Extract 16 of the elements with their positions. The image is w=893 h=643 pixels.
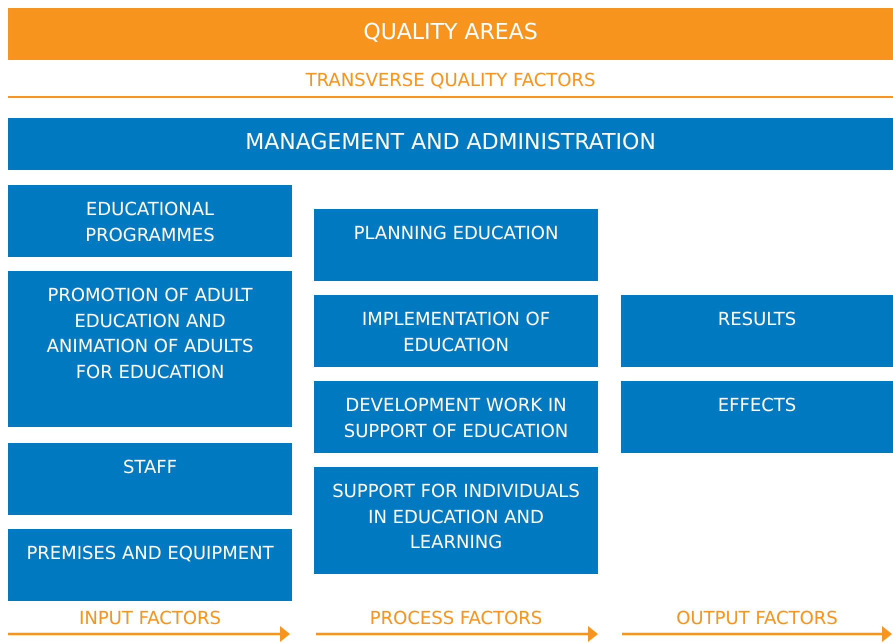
factor-box: DEVELOPMENT WORK IN SUPPORT OF EDUCATION — [314, 381, 598, 453]
factor-box: IMPLEMENTATION OF EDUCATION — [314, 295, 598, 367]
factor-box: RESULTS — [621, 295, 893, 367]
factor-box: EFFECTS — [621, 381, 893, 453]
factor-box: SUPPORT FOR INDIVIDUALS IN EDUCATION AND LEARNING — [314, 467, 598, 574]
factor-box: EDUCATIONAL PROGRAMMES — [8, 185, 292, 257]
column-label: OUTPUT FACTORS — [675, 608, 839, 629]
factor-box: STAFF — [8, 443, 292, 515]
heading-label: TRANSVERSE QUALITY FACTORS — [304, 70, 596, 91]
column-label: PROCESS FACTORS — [368, 608, 544, 629]
management-band: MANAGEMENT AND ADMINISTRATION — [8, 118, 893, 170]
column-label: INPUT FACTORS — [78, 608, 222, 629]
factor-box: PREMISES AND EQUIPMENT — [8, 529, 292, 601]
factor-box: PLANNING EDUCATION — [314, 209, 598, 281]
header-band: QUALITY AREAS — [8, 8, 893, 60]
factor-box: PROMOTION OF ADULT EDUCATION AND ANIMATION OF ADULTS FOR EDUCATION — [8, 271, 292, 427]
